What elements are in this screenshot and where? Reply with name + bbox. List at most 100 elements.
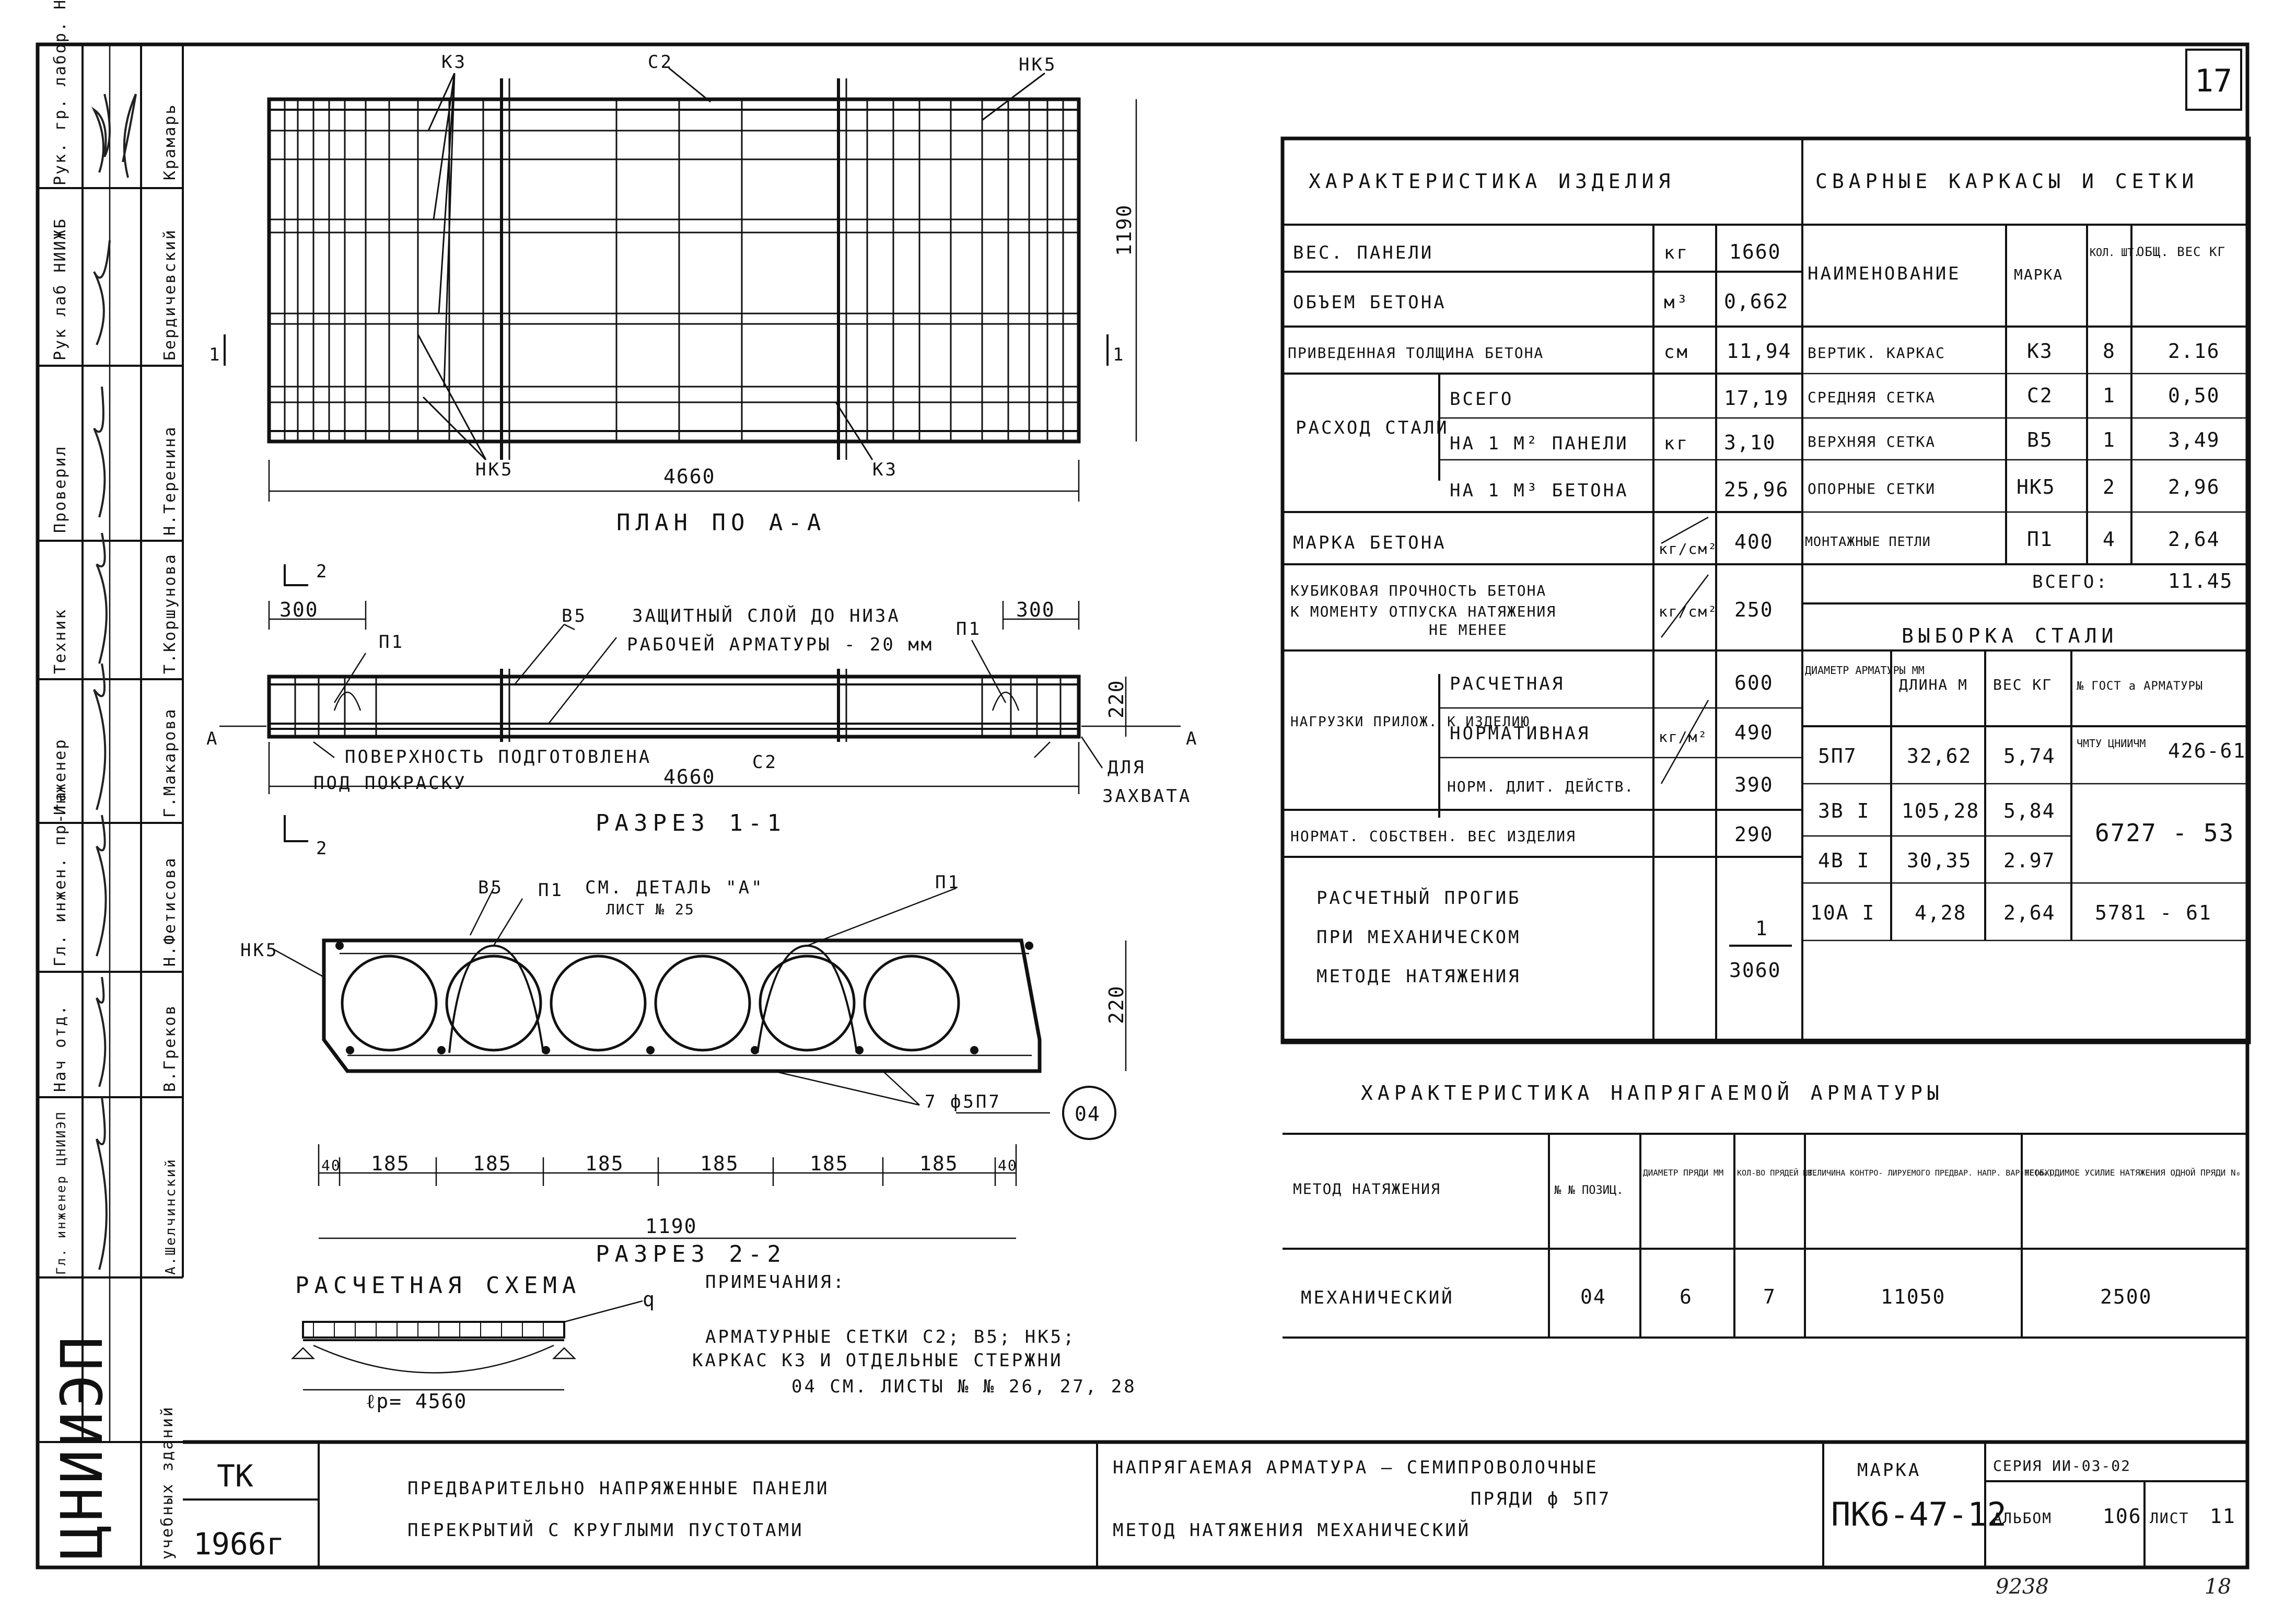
sec11-c2: С2 xyxy=(752,752,778,773)
pt-deflection-den: 3060 xyxy=(1729,959,1781,982)
ft-r2-c2: 1 xyxy=(2103,428,2116,451)
pt-grade-label: МАРКА БЕТОНА xyxy=(1293,532,1447,553)
st-gost2: 6727 - 53 xyxy=(2095,819,2234,847)
pt-strength-label1: КУБИКОВАЯ ПРОЧНОСТЬ БЕТОНА xyxy=(1290,582,1546,599)
tt-pos: 04 xyxy=(1580,1285,1606,1308)
pt-thickness-label: ПРИВЕДЕННАЯ ТОЛЩИНА БЕТОНА xyxy=(1288,344,1544,362)
pt-loads-1-label: НОРМАТИВНАЯ xyxy=(1450,723,1590,744)
tt-header-2: ДИАМЕТР ПРЯДИ ММ xyxy=(1643,1168,1723,1178)
sec22-dim-5: 185 xyxy=(810,1152,849,1175)
stamp-name-2: Н.Теренина xyxy=(161,425,179,536)
plan-label-k3-bot: К3 xyxy=(872,459,898,480)
st-r2-c1: 30,35 xyxy=(1907,849,1972,872)
org-logo: ЦНИИЭП xyxy=(49,1333,115,1560)
pt-loads-0-value: 600 xyxy=(1734,671,1774,694)
st-r1-c2: 5,84 xyxy=(2003,799,2056,822)
calc-scheme: РАСЧЕТНАЯ СХЕМА q ℓр= 4560 xyxy=(290,1272,655,1413)
sec22-width: 1190 xyxy=(645,1215,697,1238)
stamp-name-4: Г.Макарова xyxy=(161,707,179,818)
pt-weight-value: 1660 xyxy=(1729,240,1781,263)
sec22-pos: 04 xyxy=(1075,1102,1101,1125)
ft-r0-c0: ВЕРТИК. КАРКАС xyxy=(1808,344,1945,362)
ft-r1-c1: С2 xyxy=(2027,384,2053,407)
sec22-detail1: СМ. ДЕТАЛЬ "А" xyxy=(585,877,764,898)
notes-line2: КАРКАС К3 И ОТДЕЛЬНЫЕ СТЕРЖНИ xyxy=(692,1350,1063,1371)
st-header-1: ДЛИНА М xyxy=(1899,676,1968,693)
pt-loads-group: НАГРУЗКИ ПРИЛОЖ. К ИЗДЕЛИЮ xyxy=(1290,714,1530,730)
pt-thickness-unit: см xyxy=(1664,342,1689,363)
sec11-note-cover: ЗАЩИТНЫЙ СЛОЙ ДО НИЗА xyxy=(632,605,901,626)
sec11-dim-left: 300 xyxy=(279,598,319,621)
sec11-height: 220 xyxy=(1105,679,1128,718)
plan-label-k3-top: К3 xyxy=(441,52,467,73)
scheme-span: ℓр= 4560 xyxy=(366,1390,467,1413)
stamp-name-6: В.Греков xyxy=(161,1004,179,1092)
pt-deflection-num: 1 xyxy=(1755,917,1768,940)
tt-diameter: 6 xyxy=(1680,1285,1693,1308)
plan-title: ПЛАН ПО А-А xyxy=(616,509,826,536)
stamp-name-5: Н.Фетисова xyxy=(161,856,179,967)
pt-selfweight-label: НОРМАТ. СОБСТВЕН. ВЕС ИЗДЕЛИЯ xyxy=(1290,828,1576,845)
ft-r3-c2: 2 xyxy=(2103,475,2116,498)
sec22-nk5: НК5 xyxy=(240,940,278,961)
pt-loads-0-label: РАСЧЕТНАЯ xyxy=(1450,673,1565,694)
stamp-strip: Рук. гр. лабор. НИИЖБ Крамарь Рук лаб НИ… xyxy=(38,0,184,1567)
sec22-b5: В5 xyxy=(478,877,504,898)
st-r0-c1: 32,62 xyxy=(1907,745,1972,768)
ft-r2-c3: 3,49 xyxy=(2168,428,2220,451)
ft-header-2: КОЛ. ШТ. xyxy=(2090,246,2140,259)
hand-page: 18 xyxy=(2205,1575,2231,1599)
plan-view: К3 С2 НК5 НК5 К3 4660 1190 1 1 ПЛАН ПО А… xyxy=(209,52,1137,536)
ft-header-1: МАРКА xyxy=(2014,266,2063,283)
stamp-role-2: Проверил xyxy=(51,445,69,533)
sec11-surface1: ПОВЕРХНОСТЬ ПОДГОТОВЛЕНА xyxy=(345,747,651,768)
sec11-dim-right: 300 xyxy=(1016,598,1055,621)
stamp-role-6: Нач отд. xyxy=(51,1004,69,1092)
plan-label-c2: С2 xyxy=(648,52,673,73)
tt-header-5: НЕОБХОДИМОЕ УСИЛИЕ НАТЯЖЕНИЯ ОДНОЙ ПРЯДИ… xyxy=(2024,1168,2241,1178)
sec11-p1-right: П1 xyxy=(956,619,982,640)
tt-method: МЕХАНИЧЕСКИЙ xyxy=(1301,1287,1454,1308)
st-header-2: ВЕС КГ xyxy=(1993,676,2052,693)
pt-steel-group: РАСХОД СТАЛИ xyxy=(1296,417,1449,438)
sec22-dim-0: 40 xyxy=(321,1157,341,1174)
ft-r3-c0: ОПОРНЫЕ СЕТКИ xyxy=(1808,480,1936,497)
ft-header-3: ОБЩ. ВЕС КГ xyxy=(2137,245,2225,259)
sec22-dim-7: 40 xyxy=(998,1157,1018,1174)
tb-desc1: НАПРЯГАЕМАЯ АРМАТУРА — СЕМИПРОВОЛОЧНЫЕ xyxy=(1113,1457,1599,1478)
pt-loads-2-label: НОРМ. ДЛИТ. ДЕЙСТВ. xyxy=(1447,777,1634,795)
st-gost3: 5781 - 61 xyxy=(2095,901,2212,924)
tb-sheet: 11 xyxy=(2210,1505,2236,1528)
pt-strength-unit: кг/см² xyxy=(1659,603,1718,620)
sec11-mark2-top: 2 xyxy=(316,561,329,582)
tb-tk: ТК xyxy=(217,1458,253,1494)
sec11-note-cover2: РАБОЧЕЙ АРМАТУРЫ - 20 мм xyxy=(627,634,934,655)
org-sub: учебных зданий xyxy=(158,1405,177,1560)
tt-title: ХАРАКТЕРИСТИКА НАПРЯГАЕМОЙ АРМАТУРЫ xyxy=(1361,1082,1944,1105)
section-2-2: В5 П1 СМ. ДЕТАЛЬ "А" ЛИСТ № 25 П1 НК5 22… xyxy=(240,872,1128,1268)
sec22-dim-4: 185 xyxy=(700,1152,739,1175)
sec11-title: РАЗРЕЗ 1-1 xyxy=(596,810,786,836)
signatures xyxy=(91,94,137,1270)
stamp-name-1: Бердичевский xyxy=(161,228,179,361)
sec11-mark2-bot: 2 xyxy=(316,838,329,859)
ft-r3-c1: НК5 xyxy=(2017,475,2056,498)
sec22-strands: 7 ф5П7 xyxy=(925,1091,1001,1112)
st-gost1b: 426-61 xyxy=(2168,739,2246,762)
sec22-dim-2: 185 xyxy=(473,1152,512,1175)
stamp-name-7: А.Шелчинский xyxy=(163,1158,179,1275)
pt-thickness-value: 11,94 xyxy=(1727,340,1791,363)
frames-table: СВАРНЫЕ КАРКАСЫ И СЕТКИ НАИМЕНОВАНИЕ МАР… xyxy=(1802,170,2249,605)
plan-sec-mark-left: 1 xyxy=(209,344,222,365)
ft-r3-c3: 2,96 xyxy=(2168,475,2220,498)
ft-r1-c3: 0,50 xyxy=(2168,384,2220,407)
sec22-p1b: П1 xyxy=(935,872,961,893)
hand-inv: 9238 xyxy=(1996,1575,2049,1599)
plan-dim-length: 4660 xyxy=(663,465,716,488)
pt-steel-2-value: 25,96 xyxy=(1724,478,1789,501)
ft-total: 11.45 xyxy=(2168,569,2233,592)
sec11-a-left: А xyxy=(206,728,219,749)
tt-force: 2500 xyxy=(2100,1285,2152,1308)
tb-name2: ПЕРЕКРЫТИЙ С КРУГЛЫМИ ПУСТОТАМИ xyxy=(407,1519,804,1541)
steel-table: ВЫБОРКА СТАЛИ ДИАМЕТР АРМАТУРЫ ММ ДЛИНА … xyxy=(1802,624,2249,942)
